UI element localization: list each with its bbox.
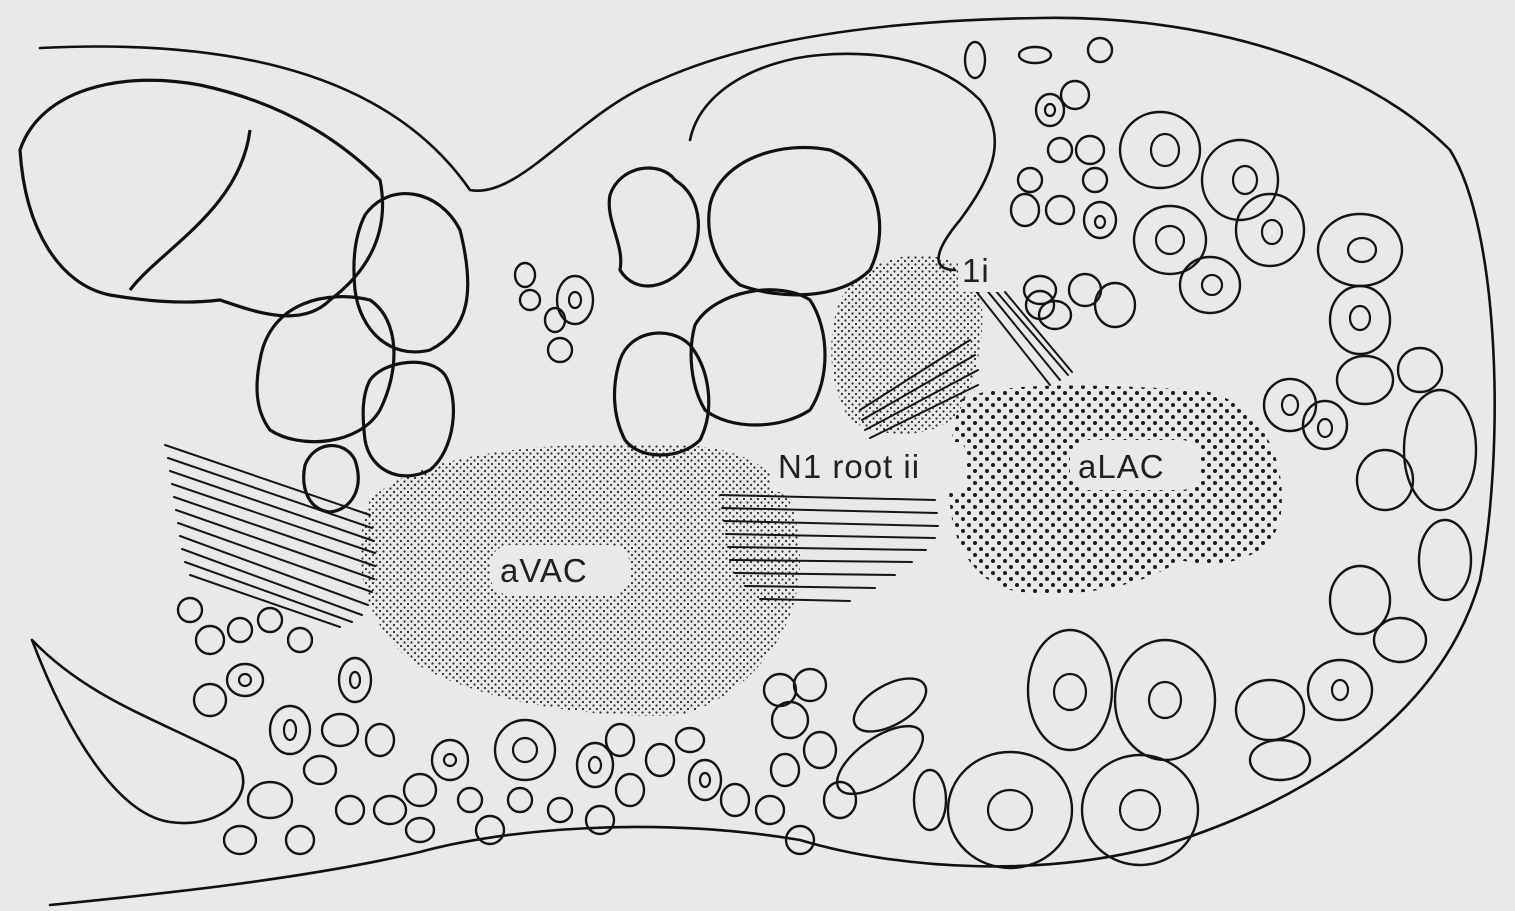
small-neurons-bottom-right xyxy=(826,630,1215,868)
small-neurons-bottom-center xyxy=(756,669,856,854)
upper-left-large-neurons xyxy=(20,80,468,512)
section-outline-left-lobe xyxy=(32,640,243,823)
upper-center-large-neurons xyxy=(609,147,879,455)
avac-label: aVAC xyxy=(500,552,588,589)
section-outline-inner-fold xyxy=(690,54,995,270)
one-i-label: 1i xyxy=(962,252,990,289)
alac-label: aLAC xyxy=(1078,448,1165,485)
n1-root-label: N1 root ii xyxy=(778,448,920,485)
